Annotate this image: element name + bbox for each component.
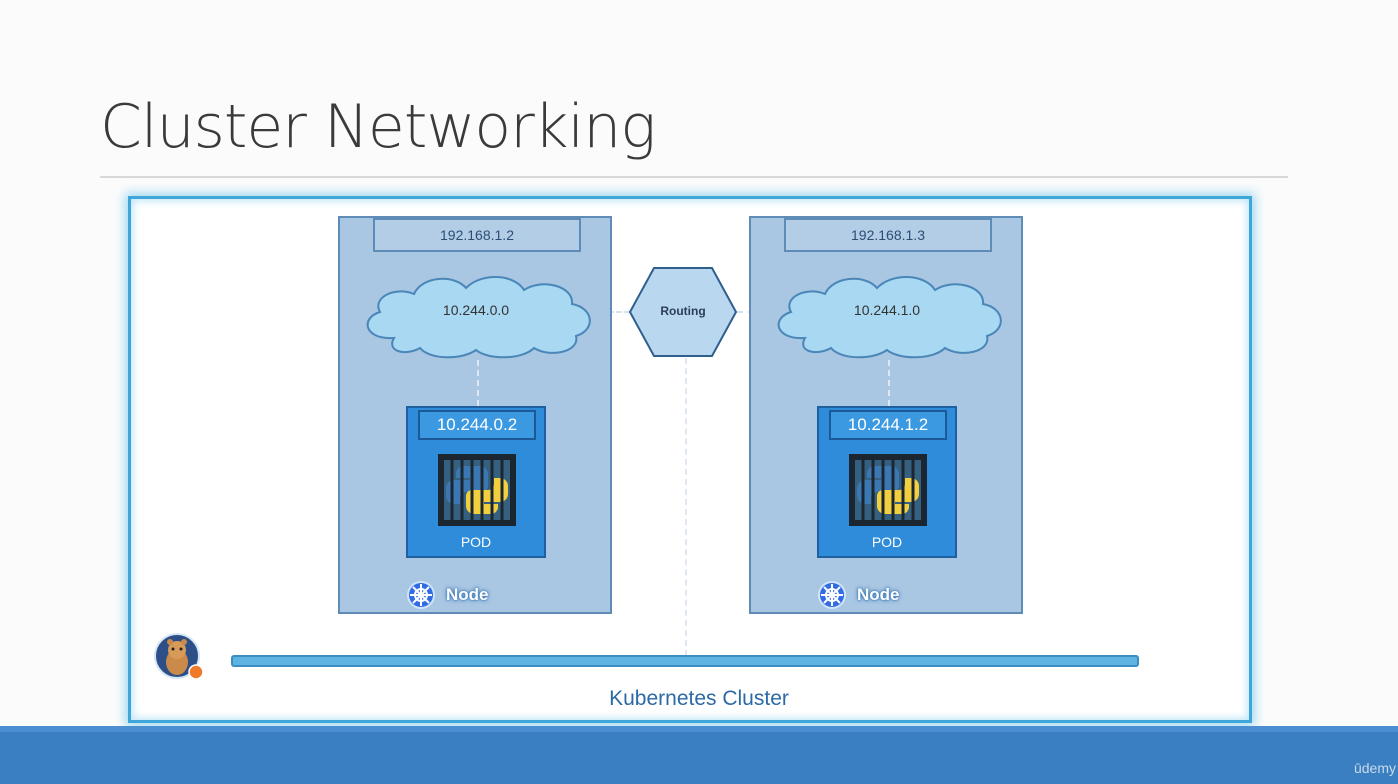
cluster-network-bus — [231, 655, 1139, 667]
pod: 10.244.1.2 POD — [817, 406, 957, 558]
pod-ip: 10.244.0.2 — [418, 410, 536, 440]
routing-label: Routing — [660, 304, 706, 318]
mascot-avatar-icon — [154, 633, 204, 680]
link-router-to-bus — [685, 358, 687, 656]
footer-highlight — [0, 726, 1398, 732]
python-container-icon — [438, 454, 516, 526]
title-divider — [100, 176, 1288, 178]
node-badge: Node — [406, 580, 489, 610]
node-host-ip: 192.168.1.2 — [373, 218, 581, 252]
udemy-watermark: ūdemy — [1353, 760, 1396, 776]
pod-network-cloud-icon — [777, 275, 1002, 359]
link-cloud-to-pod — [477, 360, 479, 406]
footer-bar: ūdemy — [0, 726, 1398, 784]
router-hexagon-icon — [628, 267, 738, 357]
pod-network-label: 10.244.0.0 — [442, 302, 510, 318]
node-host-ip: 192.168.1.3 — [784, 218, 992, 252]
link-left-cloud-to-router — [600, 311, 630, 313]
pod: 10.244.0.2 POD — [406, 406, 546, 558]
node-badge: Node — [817, 580, 900, 610]
pod-label: POD — [871, 534, 903, 550]
python-container-icon — [849, 454, 927, 526]
pod-ip: 10.244.1.2 — [829, 410, 947, 440]
node-right: 192.168.1.3 10.244.1.0 10.244.1.2 POD — [749, 216, 1023, 614]
cluster-label: Kubernetes Cluster — [609, 687, 789, 710]
slide-title: Cluster Networking — [100, 92, 656, 162]
link-cloud-to-pod — [888, 360, 890, 406]
pod-label: POD — [460, 534, 492, 550]
pod-network-cloud-icon — [366, 275, 591, 359]
node-label: Node — [446, 585, 489, 604]
kubernetes-helm-icon — [407, 581, 435, 609]
kubernetes-helm-icon — [818, 581, 846, 609]
pod-network-label: 10.244.1.0 — [853, 302, 921, 318]
node-left: 192.168.1.2 10.244.0.0 10.244.0.2 POD — [338, 216, 612, 614]
node-label: Node — [857, 585, 900, 604]
